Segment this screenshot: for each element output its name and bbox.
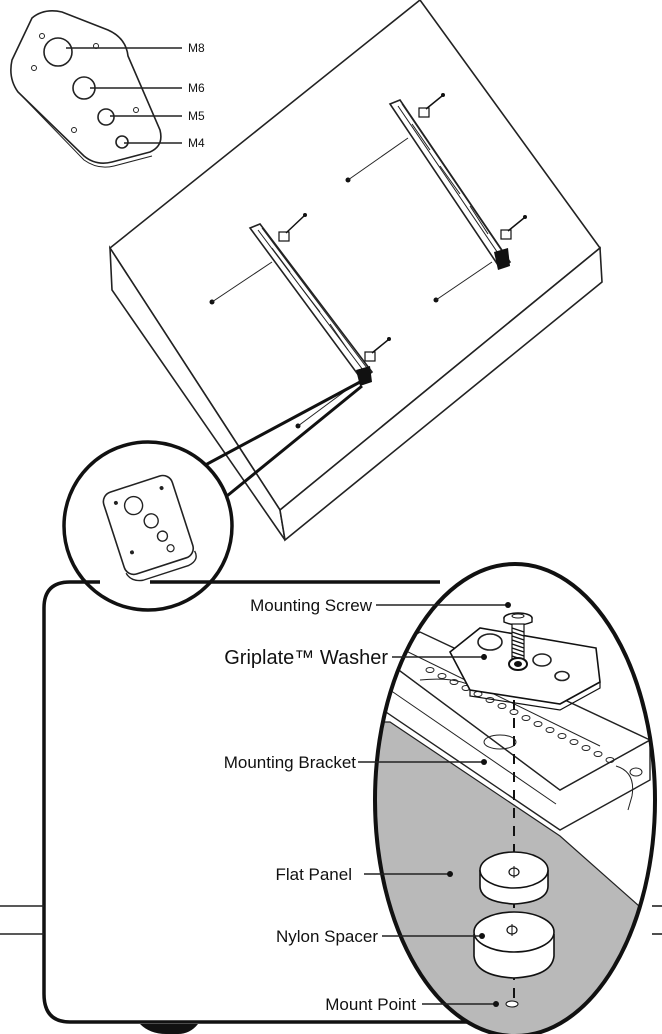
bracket-right <box>388 99 512 270</box>
callout-leaders <box>358 602 511 1007</box>
label-m5: M5 <box>188 109 205 123</box>
label-m8: M8 <box>188 41 205 55</box>
magnifier-circle <box>62 440 234 612</box>
label-griplate-washer: Griplate™ Washer <box>224 647 388 669</box>
label-m4: M4 <box>188 136 205 150</box>
label-flat-panel: Flat Panel <box>275 865 352 884</box>
mount-point-hole <box>505 1000 519 1008</box>
mounting-screw <box>503 612 533 671</box>
label-mount-point: Mount Point <box>325 995 416 1014</box>
spacer-lower <box>473 911 555 979</box>
label-mounting-screw: Mounting Screw <box>250 596 373 615</box>
zoom-lines-top <box>195 380 363 502</box>
label-m6: M6 <box>188 81 205 95</box>
bracket-holes <box>425 667 615 763</box>
panel-mount-holes <box>209 137 493 429</box>
exploded-view <box>373 562 657 1034</box>
bracket-left <box>248 223 374 386</box>
label-mounting-bracket: Mounting Bracket <box>224 753 357 772</box>
thread-size-leaders <box>66 47 182 144</box>
spacer-upper <box>479 851 549 905</box>
washer-detail <box>10 10 162 168</box>
side-edge-lines <box>0 905 662 935</box>
bottom-tab <box>140 1024 198 1034</box>
callout-box <box>42 580 505 1024</box>
label-nylon-spacer: Nylon Spacer <box>276 927 378 946</box>
flat-panel-3d <box>108 0 603 542</box>
bracket-screws <box>278 93 527 362</box>
